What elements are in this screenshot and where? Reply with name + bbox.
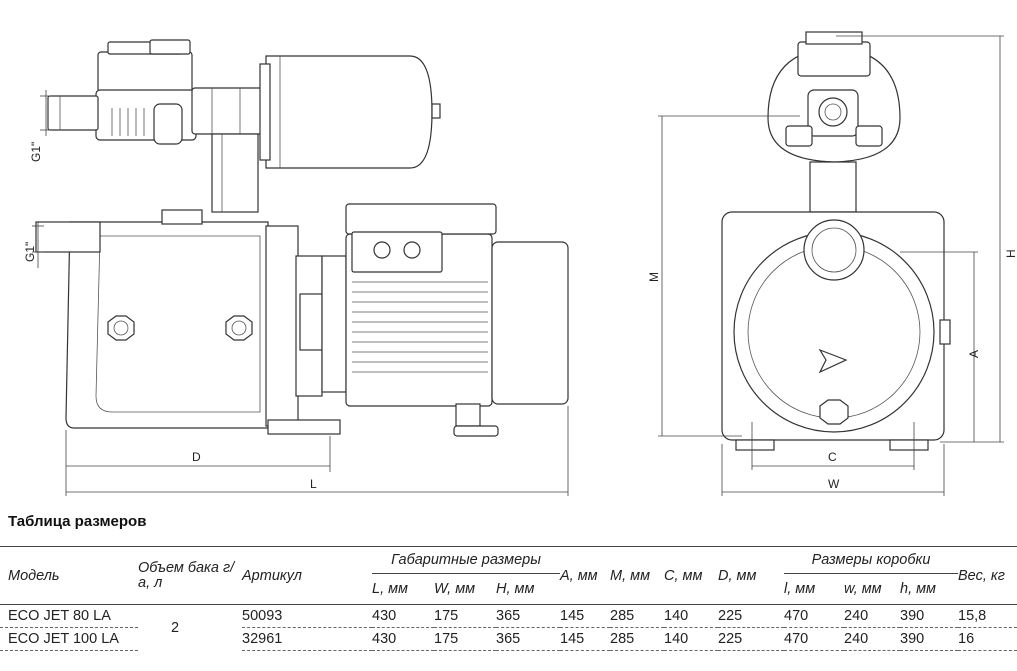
cell-a: 145 xyxy=(560,627,610,651)
cell-d: 225 xyxy=(718,627,784,651)
cell-box-h: 390 xyxy=(900,627,958,651)
label-l: L xyxy=(310,477,317,491)
cell-d: 225 xyxy=(718,604,784,628)
header-box-l: l, мм xyxy=(784,573,844,605)
cell-box-l: 470 xyxy=(784,627,844,651)
header-model: Модель xyxy=(0,546,138,605)
cell-model: ECO JET 80 LA xyxy=(0,604,138,628)
cell-m: 285 xyxy=(610,604,664,628)
cell-h: 365 xyxy=(496,604,560,628)
header-c: C, мм xyxy=(664,546,718,605)
front-view-dimensions: H M A C W xyxy=(647,35,1017,496)
header-box-dims: Размеры коробки xyxy=(784,546,958,574)
table-header-row-2: L, мм W, мм H, мм l, мм w, мм h, мм xyxy=(0,573,1017,605)
header-w: W, мм xyxy=(434,573,496,605)
table-title: Таблица размеров xyxy=(8,513,147,530)
cell-box-w: 240 xyxy=(844,604,900,628)
label-m: M xyxy=(647,272,661,282)
header-d: D, мм xyxy=(718,546,784,605)
cell-weight: 15,8 xyxy=(958,604,1017,628)
side-view-pump xyxy=(35,39,569,437)
dimensions-table: Модель Объем бака г/а, л Артикул Габарит… xyxy=(0,546,1017,651)
header-weight: Вес, кг xyxy=(958,546,1017,605)
cell-box-h: 390 xyxy=(900,604,958,628)
header-m: M, мм xyxy=(610,546,664,605)
header-box-h: h, мм xyxy=(900,573,958,605)
cell-m: 285 xyxy=(610,627,664,651)
header-tank-volume: Объем бака г/а, л xyxy=(138,546,242,605)
front-view-pump xyxy=(721,31,951,451)
cell-box-l: 470 xyxy=(784,604,844,628)
label-c: C xyxy=(828,450,837,464)
cell-weight: 16 xyxy=(958,627,1017,651)
cell-box-w: 240 xyxy=(844,627,900,651)
cell-c: 140 xyxy=(664,627,718,651)
header-l: L, мм xyxy=(372,573,434,605)
cell-l: 430 xyxy=(372,604,434,628)
header-a: A, мм xyxy=(560,546,610,605)
label-h: H xyxy=(1004,249,1017,258)
table-header-row-1: Модель Объем бака г/а, л Артикул Габарит… xyxy=(0,546,1017,605)
cell-tank-volume: 2 xyxy=(170,619,180,636)
header-box-w: w, мм xyxy=(844,573,900,605)
label-d: D xyxy=(192,450,201,464)
cell-c: 140 xyxy=(664,604,718,628)
cell-h: 365 xyxy=(496,627,560,651)
label-g1-top: G1" xyxy=(29,142,43,162)
cell-article: 50093 xyxy=(242,604,372,628)
label-a: A xyxy=(967,350,981,358)
cell-a: 145 xyxy=(560,604,610,628)
header-article: Артикул xyxy=(242,546,372,605)
cell-l: 430 xyxy=(372,627,434,651)
cell-article: 32961 xyxy=(242,627,372,651)
technical-drawing: G1" G1" D L xyxy=(23,31,1017,496)
label-g1-side: G1" xyxy=(23,242,37,262)
side-view-dimensions: G1" G1" D L xyxy=(23,90,569,496)
header-h: H, мм xyxy=(496,573,560,605)
label-w: W xyxy=(828,477,840,491)
cell-w: 175 xyxy=(434,604,496,628)
cell-w: 175 xyxy=(434,627,496,651)
header-overall-dims: Габаритные размеры xyxy=(372,546,560,574)
cell-model: ECO JET 100 LA xyxy=(0,627,138,651)
table-row: ECO JET 80 LA 2 50093 430 175 365 145 28… xyxy=(0,604,1017,636)
table-row: ECO JET 100 LA 32961 430 175 365 145 285… xyxy=(0,627,1017,651)
